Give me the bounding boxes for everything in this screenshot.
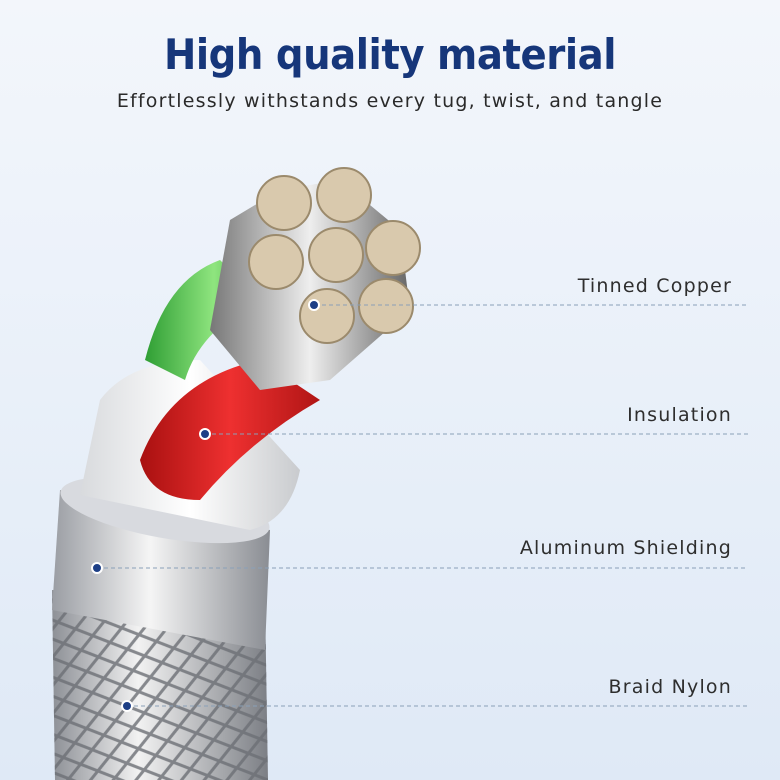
callout-dot-aluminum-shielding: [91, 562, 103, 574]
callout-dot-insulation: [199, 428, 211, 440]
label-insulation: Insulation: [627, 404, 732, 426]
label-aluminum-shielding: Aluminum Shielding: [519, 537, 732, 559]
callout-lines: [97, 304, 748, 707]
callout-dot-braid-nylon: [121, 700, 133, 712]
page-title: High quality material: [163, 30, 617, 79]
callout-dot-tinned-copper: [308, 299, 320, 311]
red-wire: [140, 360, 320, 500]
copper-strands: [210, 167, 421, 390]
label-tinned-copper: Tinned Copper: [577, 275, 732, 297]
label-braid-nylon: Braid Nylon: [608, 676, 732, 698]
page-subtitle: Effortlessly withstands every tug, twist…: [116, 90, 664, 112]
